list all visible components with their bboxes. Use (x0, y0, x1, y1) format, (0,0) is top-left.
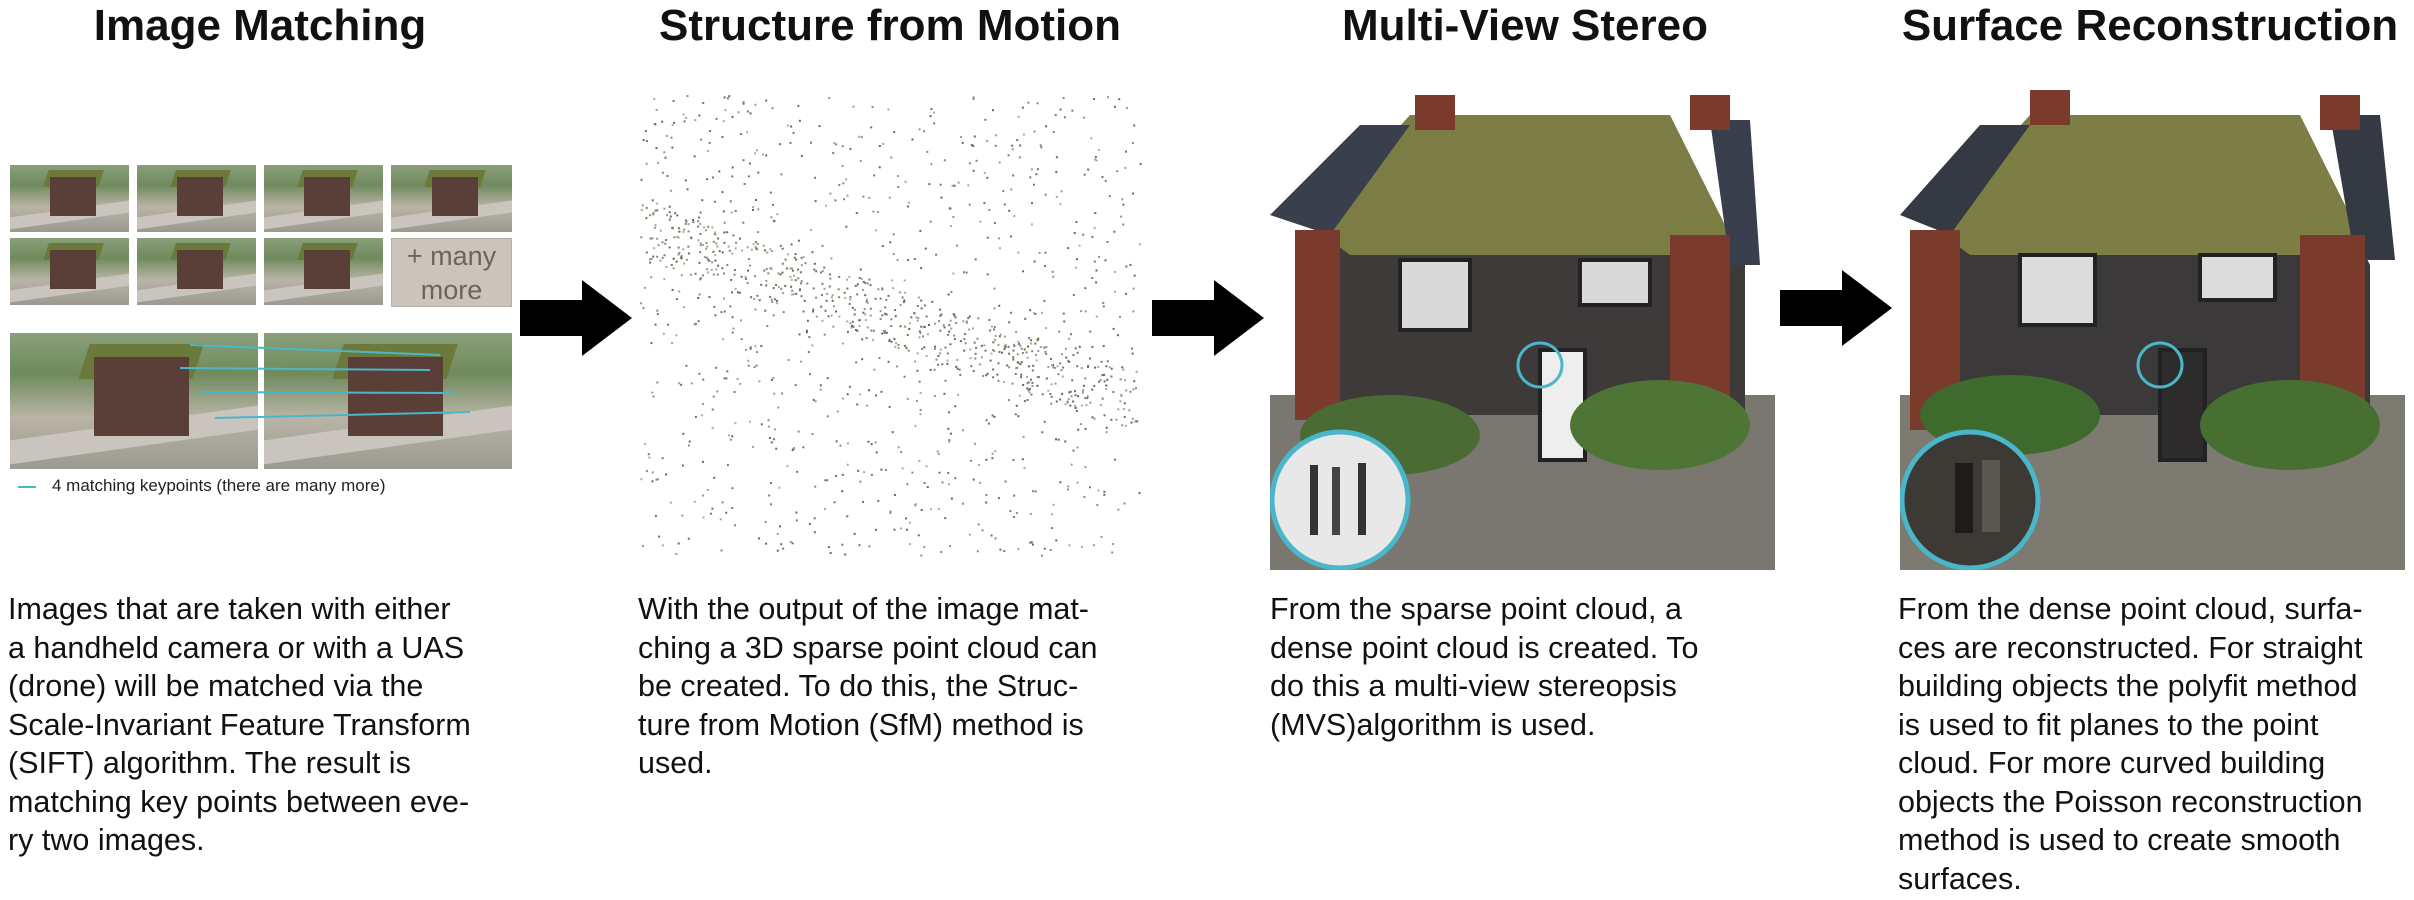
surface-reconstruction-image (1900, 85, 2405, 570)
panel-description-multi-view-stereo: From the sparse point cloud, a dense poi… (1270, 592, 1699, 742)
thumbnail-image (10, 238, 129, 305)
thumbnail-image (264, 165, 383, 232)
arrow-right-icon (1780, 270, 1892, 346)
panel-description-surface-reconstruction: From the dense point cloud, surfa- ces a… (1898, 592, 2363, 896)
panel-title-image-matching: Image Matching (93, 1, 427, 50)
panel-description-structure-from-motion: With the output of the image mat- ching … (638, 592, 1098, 780)
arrow-right-icon (520, 280, 632, 356)
many-more-label: + many more (391, 238, 512, 307)
thumbnail-image (391, 165, 512, 232)
dense-point-cloud-image (1270, 95, 1775, 570)
thumbnail-image (264, 238, 383, 305)
thumbnail-image (137, 238, 256, 305)
keypoint-lines (179, 344, 471, 419)
panel-description-image-matching: Images that are taken with either a hand… (8, 592, 471, 857)
legend-swatch (18, 486, 36, 488)
thumbnail-image (10, 165, 129, 232)
keypoint-line (179, 367, 431, 371)
keypoint-line (189, 344, 441, 356)
panel-title-multi-view-stereo: Multi-View Stereo (1342, 1, 1708, 50)
panel-title-surface-reconstruction: Surface Reconstruction (1901, 1, 2399, 50)
panel-title-structure-from-motion: Structure from Motion (659, 1, 1121, 50)
arrow-right-icon (1152, 280, 1264, 356)
sparse-point-cloud-image (640, 95, 1142, 557)
keypoint-line (199, 391, 456, 394)
thumbnail-image (137, 165, 256, 232)
keypoint-line (214, 411, 471, 419)
legend-label: 4 matching keypoints (there are many mor… (52, 476, 386, 495)
matching-image-left (10, 333, 258, 469)
